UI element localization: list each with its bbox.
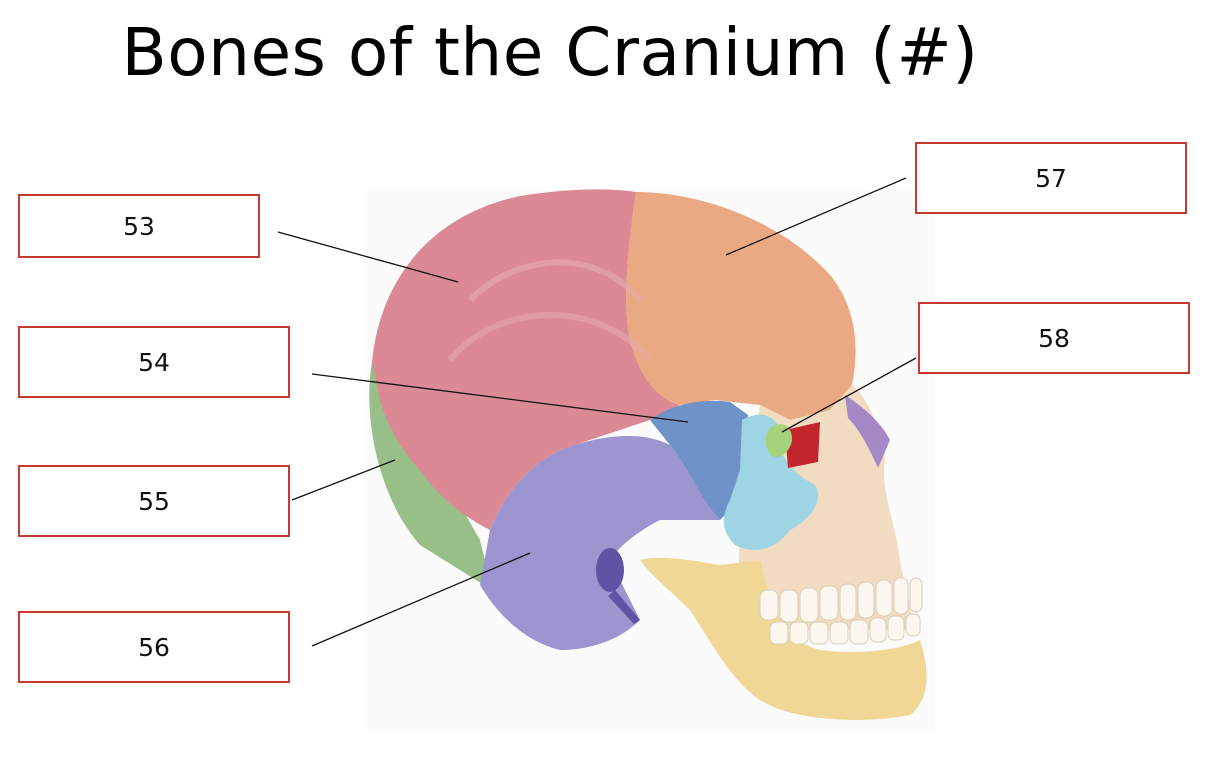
label-box-55[interactable]: 55: [18, 465, 290, 537]
label-box-54[interactable]: 54: [18, 326, 290, 398]
zygomatic-bone: [723, 414, 819, 550]
label-box-58[interactable]: 58: [918, 302, 1190, 374]
sphenoid-bone: [650, 400, 748, 520]
label-text-54: 54: [138, 347, 170, 377]
temporal-bone: [480, 435, 720, 650]
label-box-53[interactable]: 53: [18, 194, 260, 258]
label-text-55: 55: [138, 486, 170, 516]
label-text-58: 58: [1038, 323, 1070, 353]
ear-canal: [596, 548, 624, 592]
label-box-57[interactable]: 57: [915, 142, 1187, 214]
label-box-56[interactable]: 56: [18, 611, 290, 683]
teeth: [759, 577, 923, 645]
label-text-53: 53: [123, 211, 155, 241]
label-text-57: 57: [1035, 163, 1067, 193]
page-title: Bones of the Cranium (#): [121, 14, 979, 91]
label-text-56: 56: [138, 632, 170, 662]
orbit-dark: [785, 422, 820, 468]
styloid-process: [608, 590, 640, 624]
